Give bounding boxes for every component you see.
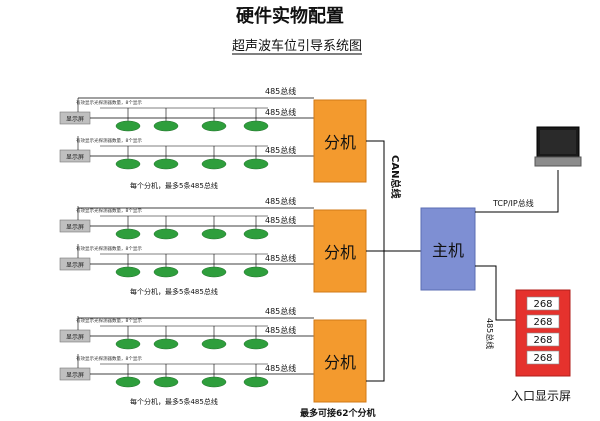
tcpip-line [475, 170, 559, 213]
row-small-note: 有效显示光探测器数量，8个显示 [76, 245, 142, 252]
display-screen-label: 显示屏 [66, 116, 84, 123]
group-note-1: 每个分机，最多5条485总线 [130, 181, 218, 190]
sensor-icon [243, 266, 269, 278]
sensor-icon [115, 228, 141, 240]
bus-485-label: 485总线 [265, 215, 296, 225]
sensor-icon [153, 338, 179, 350]
sensor-icon [243, 376, 269, 388]
display-screen-label: 显示屏 [66, 372, 84, 379]
tcpip-label: TCP/IP总线 [492, 198, 534, 208]
diagram-title: 硬件实物配置 [236, 5, 344, 27]
bus-485-label: 485总线 [265, 107, 296, 117]
sensor-icon [153, 266, 179, 278]
substation-label-2: 分机 [324, 243, 356, 262]
host-to-entrance-line [475, 265, 516, 321]
sensor-icon [243, 228, 269, 240]
sensor-icon [115, 266, 141, 278]
row-small-note: 有效显示光探测器数量，8个显示 [76, 355, 142, 362]
monitor-icon [534, 126, 582, 167]
substation-box-2 [313, 209, 367, 293]
entrance-value-box [526, 296, 560, 311]
entrance-485-label: 485总线 [485, 318, 495, 349]
substation-box-3 [313, 319, 367, 403]
bus-485-label: 485总线 [265, 145, 296, 155]
substation-label-1: 分机 [324, 133, 356, 152]
row-small-note: 有效显示光探测器数量，8个显示 [76, 99, 142, 106]
sensor-icon [153, 228, 179, 240]
max-substations-note: 最多可接62个分机 [300, 407, 376, 419]
sensor-icon [201, 120, 227, 132]
bus-485-label: 485总线 [265, 196, 296, 206]
display-screen-label: 显示屏 [66, 334, 84, 341]
bus-485-label: 485总线 [265, 253, 296, 263]
sensor-icon [243, 158, 269, 170]
bus-485-label: 485总线 [265, 363, 296, 373]
substation-box-1 [313, 99, 367, 183]
sensor-icon [201, 158, 227, 170]
bus-485-label: 485总线 [265, 86, 296, 96]
sensor-icon [201, 266, 227, 278]
diagram-subtitle: 超声波车位引导系统图 [232, 38, 362, 54]
sensor-icon [243, 338, 269, 350]
sensor-icon [201, 376, 227, 388]
sensor-icon [201, 338, 227, 350]
group-note-3: 每个分机，最多5条485总线 [130, 397, 218, 406]
generated-elements: 485总线有效显示光探测器数量，8个显示显示屏485总线有效显示光探测器数量，8… [59, 86, 314, 388]
entrance-value: 268 [533, 317, 552, 328]
entrance-value-box [526, 332, 560, 347]
can-bus-line [366, 140, 385, 382]
sensor-icon [201, 228, 227, 240]
entrance-value: 268 [533, 299, 552, 310]
row-small-note: 有效显示光探测器数量，8个显示 [76, 317, 142, 324]
sensor-icon [153, 158, 179, 170]
sensor-icon [115, 338, 141, 350]
sensor-icon [153, 376, 179, 388]
display-screen-label: 显示屏 [66, 262, 84, 269]
display-screen-label: 显示屏 [66, 154, 84, 161]
bus-485-label: 485总线 [265, 325, 296, 335]
row-small-note: 有效显示光探测器数量，8个显示 [76, 207, 142, 214]
host-label: 主机 [432, 241, 464, 260]
entrance-value: 268 [533, 335, 552, 346]
entrance-values: 268 268 268 268 [526, 296, 560, 365]
host-box [420, 207, 476, 291]
sensor-icon [115, 376, 141, 388]
entrance-label: 入口显示屏 [511, 389, 571, 403]
sensor-icon [115, 120, 141, 132]
entrance-value-box [526, 350, 560, 365]
substation-label-3: 分机 [324, 353, 356, 372]
entrance-value-box [526, 314, 560, 329]
display-screen-label: 显示屏 [66, 224, 84, 231]
sensor-icon [243, 120, 269, 132]
can-bus-label: CAN总线 [389, 155, 402, 198]
sensor-icon [153, 120, 179, 132]
group-note-2: 每个分机，最多5条485总线 [130, 287, 218, 296]
entrance-value: 268 [533, 353, 552, 364]
bus-485-label: 485总线 [265, 306, 296, 316]
row-small-note: 有效显示光探测器数量，8个显示 [76, 137, 142, 144]
sensor-icon [115, 158, 141, 170]
